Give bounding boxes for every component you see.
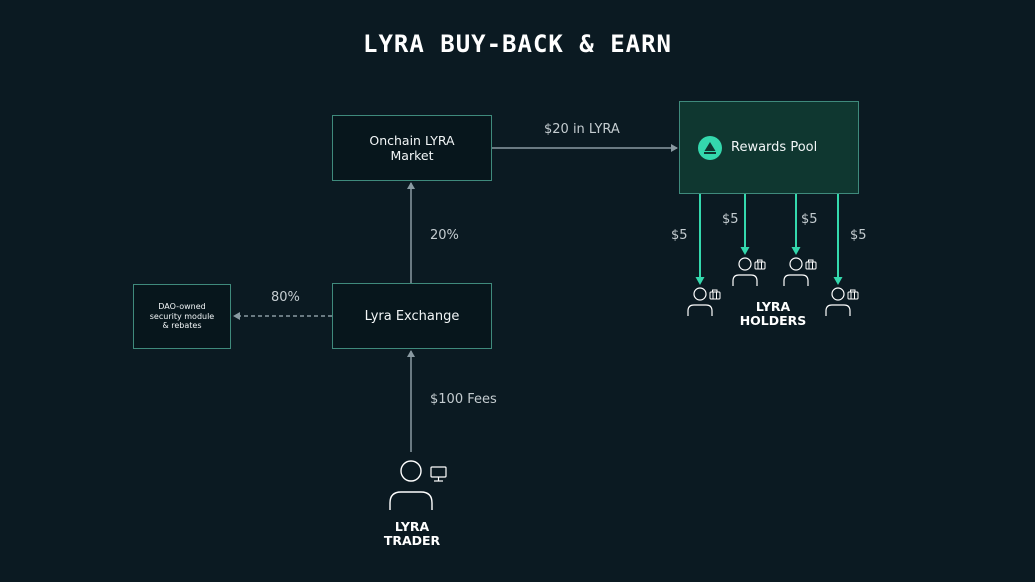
- lyra-exchange-node: Lyra Exchange: [332, 283, 492, 349]
- lyra-logo-icon: [698, 135, 722, 160]
- wallet-icon: [847, 289, 859, 300]
- lyra-exchange-label: Lyra Exchange: [364, 308, 460, 324]
- edge-label-80pct: 80%: [271, 290, 300, 305]
- trader-caption: LYRA TRADER: [383, 519, 441, 548]
- wallet-icon: [805, 259, 817, 270]
- edge-label-holder-4: $5: [850, 228, 867, 243]
- edge-label-lyra-buy: $20 in LYRA: [544, 122, 620, 137]
- monitor-icon: [430, 466, 447, 482]
- dao-security-node: DAO-owned security module & rebates: [133, 284, 231, 349]
- rewards-pool-label: Rewards Pool: [731, 140, 818, 155]
- person-icon: [389, 460, 433, 510]
- person-icon: [825, 287, 851, 316]
- onchain-market-node: Onchain LYRA Market: [332, 115, 492, 181]
- edge-label-holder-3: $5: [801, 212, 818, 227]
- diagram-title: LYRA BUY-BACK & EARN: [363, 30, 672, 58]
- person-icon: [687, 287, 713, 316]
- person-icon: [732, 257, 758, 286]
- edge-label-holder-1: $5: [671, 228, 688, 243]
- edge-label-holder-2: $5: [722, 212, 739, 227]
- wallet-icon: [754, 259, 766, 270]
- holders-caption: LYRA HOLDERS: [739, 299, 807, 328]
- person-icon: [783, 257, 809, 286]
- dao-security-label: DAO-owned security module & rebates: [149, 302, 215, 331]
- onchain-market-label: Onchain LYRA Market: [369, 133, 455, 163]
- wallet-icon: [709, 289, 721, 300]
- edge-label-20pct: 20%: [430, 228, 459, 243]
- edge-label-fees: $100 Fees: [430, 392, 497, 407]
- rewards-pool-node: Rewards Pool: [679, 101, 859, 194]
